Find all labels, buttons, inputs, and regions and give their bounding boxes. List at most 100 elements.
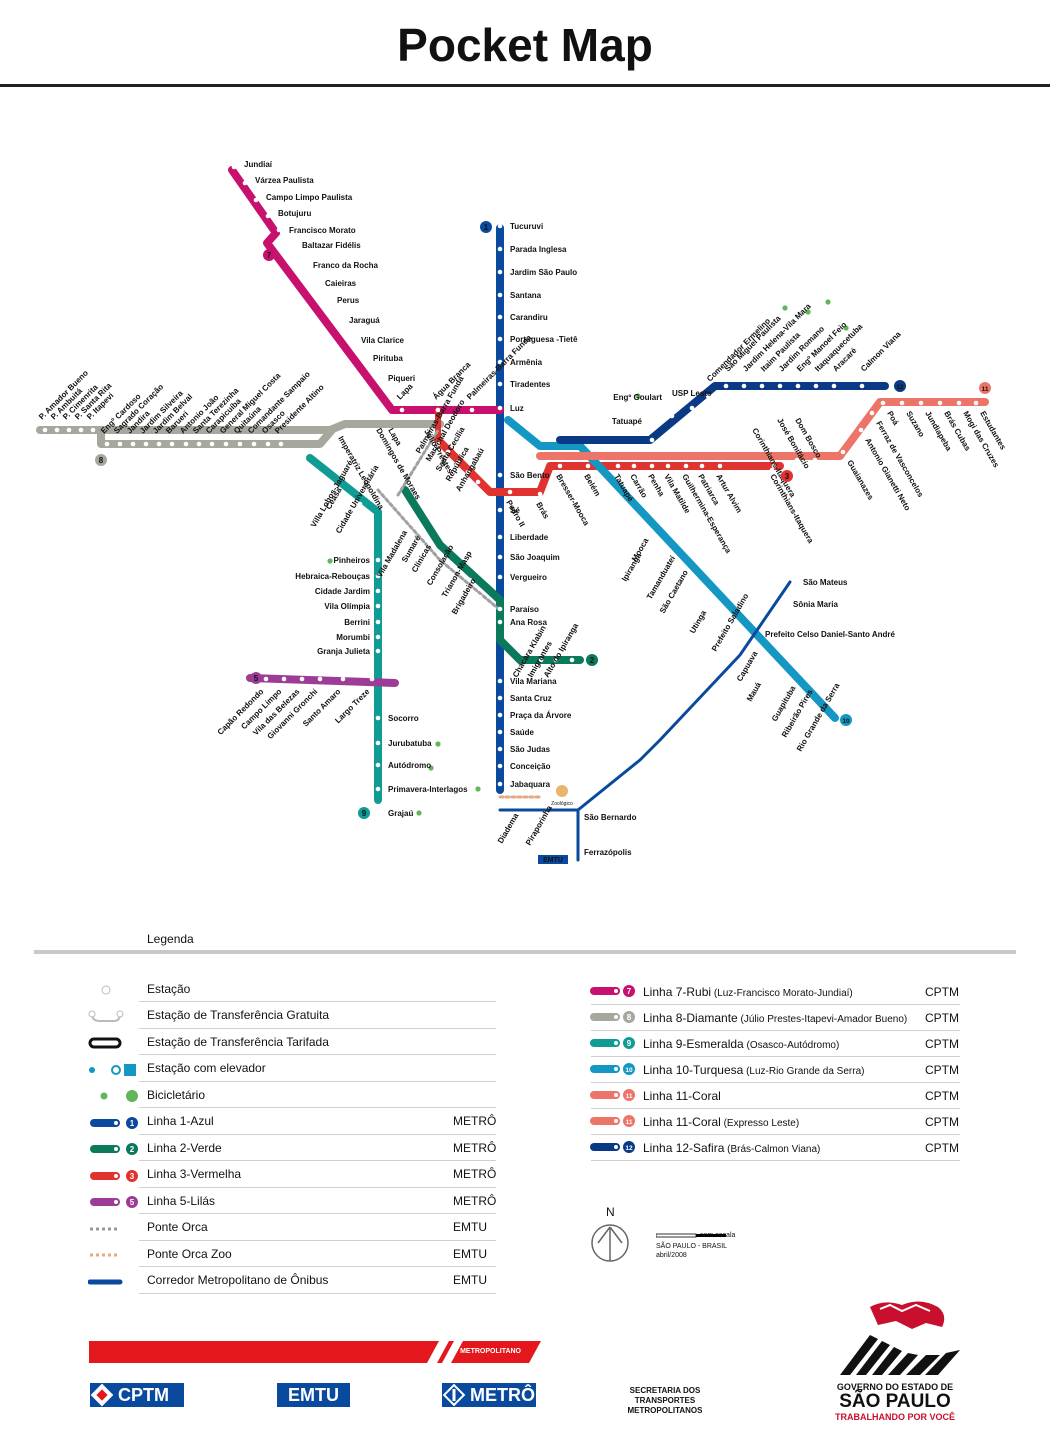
station-label-sao-judas: São Judas: [510, 745, 551, 754]
station-varzea-paulista: [242, 180, 248, 186]
station-jandira: [130, 441, 136, 447]
line-badge-number: 2: [590, 656, 595, 665]
bus-corridor-north-track: [576, 580, 792, 812]
legend-operator: CPTM: [925, 1088, 959, 1103]
metro-logo: METRÔ: [442, 1383, 536, 1407]
legend-row-right-4: Linha 11-Coral CPTM: [591, 1083, 960, 1109]
legend-operator: CPTM: [925, 1114, 959, 1129]
legend-operator: EMTU: [453, 1220, 487, 1234]
station-suzano: [899, 400, 905, 406]
station-eng-manoel-feio: [795, 383, 801, 389]
station-antonio-gianetti-neto: [858, 427, 864, 433]
station-campo-limpo: [281, 676, 287, 682]
line-12-track: [556, 382, 889, 444]
station-label-sao-bento: São Bento: [510, 471, 550, 480]
station-cidade-jardim: [375, 588, 381, 594]
zoo-icon: [556, 785, 568, 797]
station-sao-bento: [497, 472, 503, 478]
legend-row-right-0: Linha 7-Rubi (Luz-Francisco Morato-Jundi…: [591, 979, 960, 1005]
station-p-itapevi: [90, 427, 96, 433]
station-label-granja-julieta: Granja Julieta: [317, 647, 370, 656]
bike-station-icon: [782, 305, 788, 311]
station-label-saude: Saúde: [510, 728, 535, 737]
line-badge-circle: [840, 714, 852, 726]
station-jundiapeba: [918, 400, 924, 406]
line-badge-number: 8: [99, 456, 104, 465]
station-label-capuava: Capuava: [735, 649, 760, 683]
legend-label: Ponte Orca Zoo: [147, 1246, 232, 1261]
legend-operator: METRÔ: [453, 1167, 497, 1181]
line-badge-number: 7: [267, 251, 272, 260]
legend-label: Linha 11-Coral (Expresso Leste): [643, 1114, 800, 1129]
station-jabaquara: [497, 781, 503, 787]
station-label-calmon-viana: Calmon Viana: [859, 329, 903, 373]
station-corinthians-itaquera: [771, 463, 777, 469]
station-comendador-ermelino: [705, 393, 711, 399]
line-badge-number: 10: [842, 718, 850, 725]
station-label-hebraica-reboucas: Hebraica-Rebouças: [295, 572, 370, 581]
station-jaragua: [336, 317, 342, 323]
station-vergueiro: [497, 574, 503, 580]
station-vila-madalena: [402, 557, 408, 563]
station-eng-cardoso: [104, 441, 110, 447]
station-label-jundiai: Jundiaí: [244, 160, 273, 169]
station-p-amador-bueno: [42, 427, 48, 433]
station-penha: [649, 463, 655, 469]
secretaria-line-2: TRANSPORTES METROPOLITANOS: [627, 1396, 703, 1415]
station-label-pirituba: Pirituba: [373, 354, 403, 363]
line-7-track: [228, 166, 504, 414]
legend-label: Linha 2-Verde: [147, 1140, 222, 1155]
station-bras: [537, 491, 543, 497]
legend-symbol-orca-icon: [90, 1227, 120, 1230]
station-label-parada-inglesa: Parada Inglesa: [510, 245, 567, 254]
station-label-piqueri: Piqueri: [388, 374, 415, 383]
legend-label: Linha 11-Coral: [643, 1088, 721, 1103]
station-label-caieiras: Caieiras: [325, 279, 357, 288]
metro-diamond-icon: [442, 1383, 466, 1407]
svg-text:2: 2: [130, 1145, 135, 1154]
station-label-ana-rosa: Ana Rosa: [510, 618, 547, 627]
legend-label: Linha 8-Diamante (Júlio Prestes-Itapevi-…: [643, 1010, 908, 1025]
legend-row-left-2: Estação de Transferência Tarifada: [139, 1029, 496, 1055]
legend-label: Ponte Orca: [147, 1220, 208, 1234]
line-badge-circle: [979, 382, 991, 394]
legend-operator: METRÔ: [453, 1140, 497, 1155]
station-santana: [497, 292, 503, 298]
station-vila-olimpia: [375, 603, 381, 609]
gov-line-3: TRABALHANDO POR VOCÊ: [834, 1412, 955, 1422]
legend-symbol-l1-icon: 1: [90, 1116, 138, 1129]
station-carandiru: [497, 314, 503, 320]
station-label-lapa: Lapa: [395, 381, 415, 401]
station-conceicao: [497, 763, 503, 769]
orca-route-south: [376, 488, 502, 612]
line-badge-number: 12: [896, 384, 904, 391]
station-vila-matilde: [665, 463, 671, 469]
station-tatuape: [649, 437, 655, 443]
line-11-badge: 11: [979, 382, 991, 394]
line-5-badge: 5: [250, 672, 262, 684]
station-franco-da-rocha: [300, 262, 306, 268]
station-label-maua: Mauá: [745, 680, 763, 703]
station-label-poa: Poá: [885, 410, 900, 428]
station-itaquaquecetuba: [813, 383, 819, 389]
station-portuguesa-tiete: [497, 336, 503, 342]
page-title: Pocket Map: [397, 19, 653, 71]
station-label-perus: Perus: [337, 296, 360, 305]
svg-text:5: 5: [130, 1198, 135, 1207]
svg-text:1: 1: [130, 1119, 135, 1128]
line-12-badge: 12: [894, 380, 906, 392]
line-badge-number: 3: [785, 472, 790, 481]
station-sumare: [427, 542, 433, 548]
station-antonio-joao: [183, 441, 189, 447]
gov-line-2: SÃO PAULO: [839, 1391, 951, 1412]
legend-symbol-l2-icon: 2: [90, 1143, 138, 1155]
station-sao-miguel-paulista: [723, 383, 729, 389]
station-se: [497, 507, 503, 513]
line-badge-number: 9: [362, 809, 367, 818]
legend-symbol-free-icon: [88, 1010, 124, 1022]
line-3-badge: 3: [781, 470, 793, 482]
station-botujuru: [265, 213, 271, 219]
station-bresser-mooca: [557, 463, 563, 469]
legend-sub-label: (Luz-Francisco Morato-Jundiaí): [711, 987, 853, 999]
